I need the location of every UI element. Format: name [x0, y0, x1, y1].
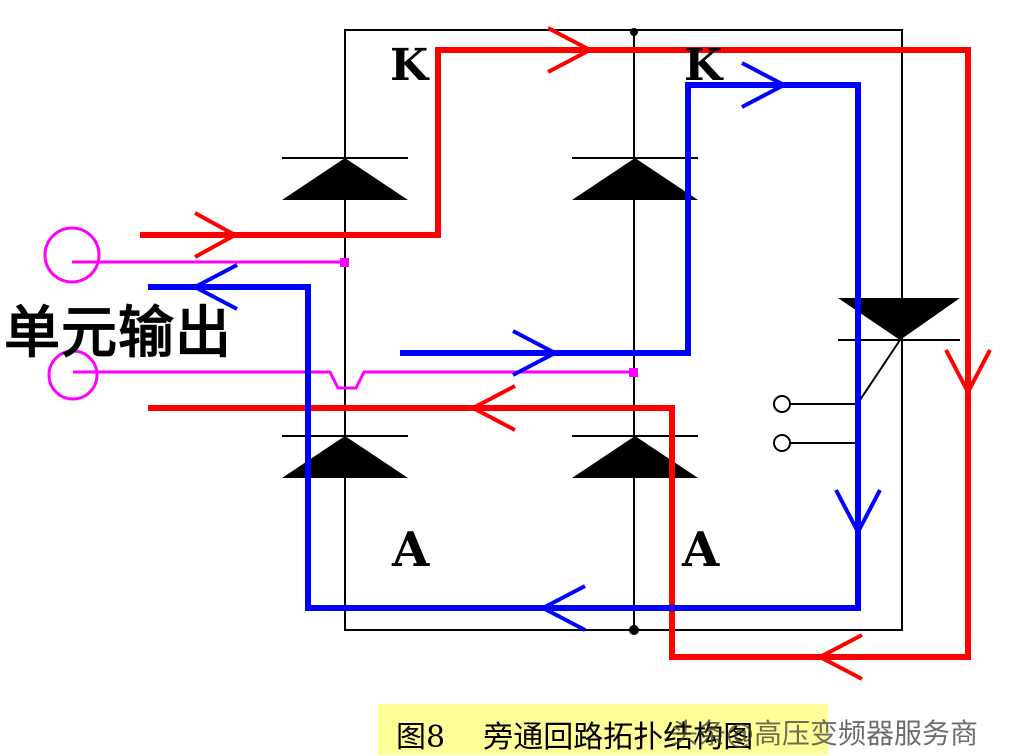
red-arrow-3: [944, 349, 992, 397]
watermark-text: 头条@高压变频器服务商: [670, 717, 979, 750]
red-current-path: [140, 26, 992, 681]
diode-top-right: [572, 157, 698, 200]
diode-top-left: [282, 157, 408, 200]
gate-terminal-2: [773, 434, 791, 452]
red-arrow-4: [815, 633, 863, 681]
diode-bottom-left: [282, 435, 408, 478]
red-arrow-1: [194, 211, 240, 259]
anode-label-right: A: [682, 522, 720, 578]
blue-arrow-2: [741, 61, 789, 109]
blue-arrow-3: [834, 489, 882, 537]
unit-output-label: 单元输出: [4, 301, 232, 366]
thyristor: [773, 298, 960, 452]
node-bottom: [629, 625, 639, 635]
node-top: [630, 28, 638, 36]
output-wire-lower: [47, 349, 638, 401]
anode-label-left: A: [392, 522, 430, 578]
red-arrow-2: [547, 26, 595, 74]
diode-bottom-right: [572, 435, 698, 478]
gate-terminal-1: [773, 395, 791, 413]
output-wire-upper: [43, 226, 349, 284]
figure-caption: 图8 旁通回路拓扑结构图: [396, 720, 754, 755]
cathode-label-right: K: [684, 40, 723, 91]
caption-background: [378, 704, 828, 755]
blue-arrow-1: [512, 329, 560, 377]
blue-arrow-5: [190, 263, 238, 311]
cathode-label-left: K: [390, 40, 429, 91]
blue-arrow-4: [538, 584, 586, 632]
blue-current-path: [148, 61, 882, 632]
red-arrow-5: [468, 384, 516, 432]
